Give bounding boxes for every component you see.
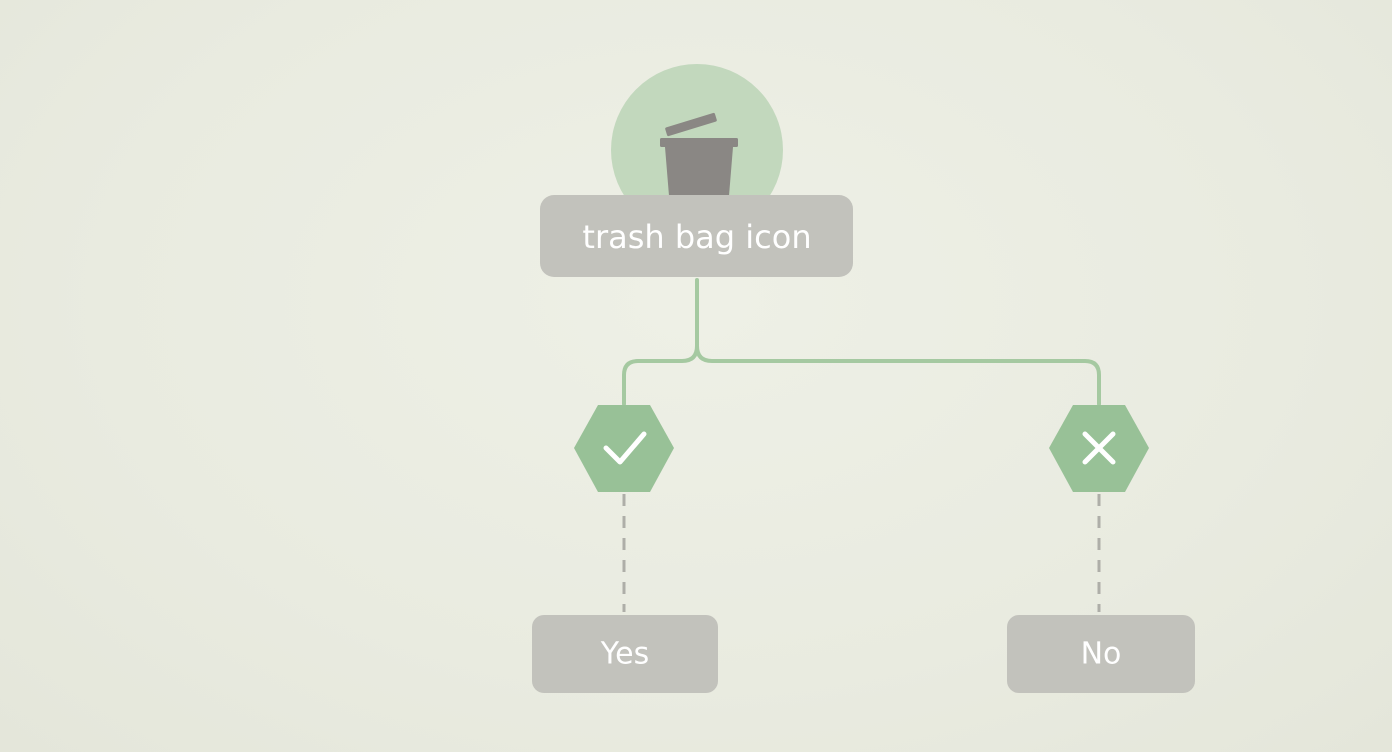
answer-label-no: No — [1081, 637, 1122, 672]
branch-connectors — [622, 278, 1101, 406]
root-node: trash bag icon — [540, 64, 853, 277]
answer-label-yes: Yes — [600, 637, 649, 672]
check-icon — [603, 431, 647, 465]
connector-left — [622, 344, 699, 406]
root-label: trash bag icon — [582, 218, 811, 256]
answer-box-no — [1007, 615, 1195, 693]
connector-right — [695, 344, 1101, 406]
branch-yes: Yes — [532, 405, 718, 693]
cross-icon — [1082, 431, 1116, 465]
trash-can-icon — [660, 112, 738, 208]
branch-no: No — [1007, 405, 1195, 693]
root-label-box — [540, 195, 853, 277]
hexagon-yes — [574, 405, 674, 492]
answer-box-yes — [532, 615, 718, 693]
dashed-connectors — [622, 494, 1101, 612]
